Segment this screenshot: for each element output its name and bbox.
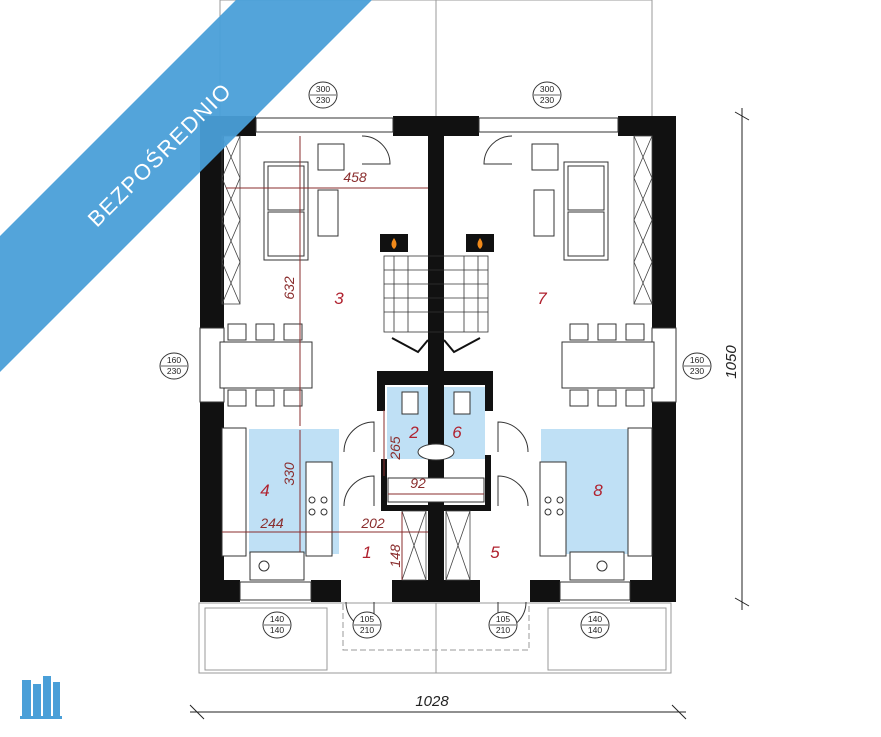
overall-depth-label: 1050 — [723, 345, 740, 379]
callout-door-left-width: 105 — [360, 614, 374, 624]
callout-kitchen-left-height: 140 — [270, 625, 284, 635]
dimension-lines — [222, 136, 484, 580]
dim-hall-width: 202 — [360, 515, 385, 531]
callout-top-right: 300 230 — [532, 81, 562, 109]
callout-side-left-height: 230 — [167, 366, 181, 376]
callout-top-left-width: 300 — [316, 84, 330, 94]
callout-top-left-height: 230 — [316, 95, 330, 105]
callout-door-right: 105 210 — [488, 611, 518, 639]
overall-dimension-lines — [189, 108, 750, 720]
window-hatching — [221, 135, 653, 581]
callout-top-right-width: 300 — [540, 84, 554, 94]
room-number-1: 1 — [362, 543, 371, 562]
callout-side-right-height: 230 — [690, 366, 704, 376]
dim-bath-depth: 265 — [387, 436, 403, 461]
callout-side-left: 160 230 — [159, 352, 189, 380]
dim-kitchen-depth: 330 — [281, 462, 297, 486]
callout-door-left: 105 210 — [352, 611, 382, 639]
dim-living-depth: 632 — [281, 276, 297, 300]
callout-side-right: 160 230 — [682, 352, 712, 380]
stairs — [383, 255, 489, 354]
room-number-7: 7 — [537, 289, 547, 308]
callout-kitchen-right: 140 140 — [580, 611, 610, 639]
dim-hall-depth: 148 — [387, 544, 403, 568]
overall-width-label: 1028 — [415, 693, 449, 710]
cooktops — [258, 496, 608, 572]
callout-door-right-width: 105 — [496, 614, 510, 624]
corner-banner: BEZPOŚREDNIO — [0, 0, 372, 372]
terrace-bottom — [198, 602, 672, 674]
callout-kitchen-right-height: 140 — [588, 625, 602, 635]
room-number-6: 6 — [452, 423, 462, 442]
callout-side-right-width: 160 — [690, 355, 704, 365]
fireplace-icon — [380, 234, 494, 252]
furniture — [219, 143, 655, 581]
dim-kitchen-width: 244 — [259, 515, 284, 531]
room-number-8: 8 — [593, 481, 603, 500]
dim-bath-width: 92 — [410, 475, 426, 491]
room-number-4: 4 — [260, 481, 269, 500]
room-number-2: 2 — [408, 423, 419, 442]
windows — [199, 117, 677, 601]
room-number-5: 5 — [490, 543, 500, 562]
callout-kitchen-left-width: 140 — [270, 614, 284, 624]
callout-side-left-width: 160 — [167, 355, 181, 365]
callout-door-left-height: 210 — [360, 625, 374, 635]
callout-kitchen-right-width: 140 — [588, 614, 602, 624]
room-number-3: 3 — [334, 289, 344, 308]
callout-kitchen-left: 140 140 — [262, 611, 292, 639]
callout-top-right-height: 230 — [540, 95, 554, 105]
callout-top-left: 300 230 — [308, 81, 338, 109]
callout-door-right-height: 210 — [496, 625, 510, 635]
dim-living-width: 458 — [343, 169, 367, 185]
logo-icon — [20, 676, 62, 719]
